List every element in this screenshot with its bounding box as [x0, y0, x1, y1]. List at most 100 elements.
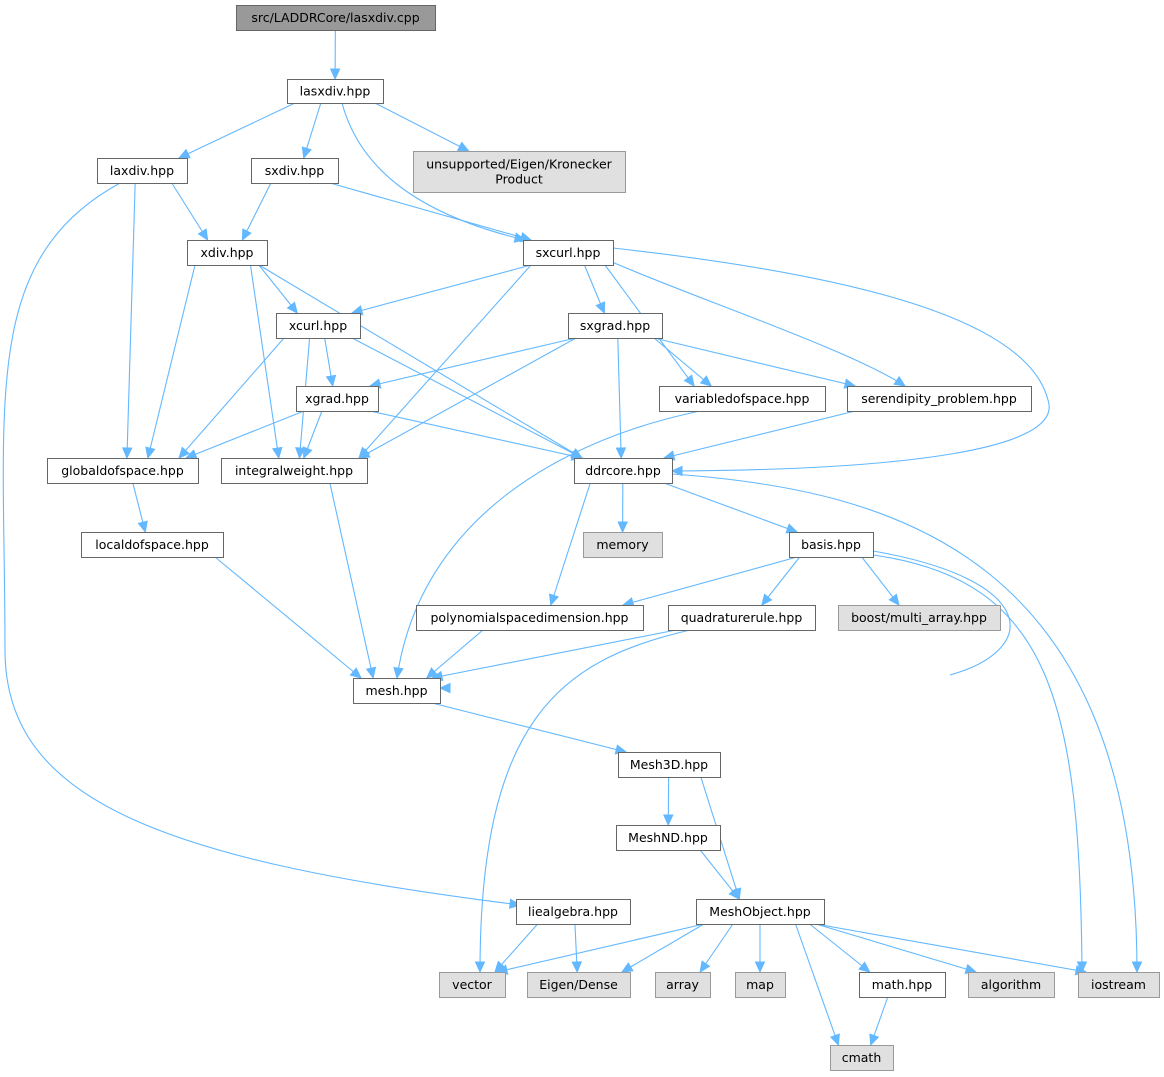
node-box [789, 532, 874, 558]
edge-meshobj-to-math [809, 923, 871, 973]
edge-xgrad-to-globdof [184, 410, 305, 460]
node-box [296, 386, 379, 412]
node-box [236, 5, 436, 31]
node-label: map [746, 977, 774, 992]
node-cpp: src/LADDRCore/lasxdiv.cpp [236, 5, 436, 31]
node-polydim[interactable]: polynomialspacedimension.hpp [416, 605, 644, 631]
node-box [527, 972, 631, 998]
node-xgrad[interactable]: xgrad.hpp [296, 386, 379, 412]
node-label: globaldofspace.hpp [61, 463, 184, 478]
edge-quad-to-vector [474, 629, 691, 974]
edge-basis-to-quad [761, 556, 801, 606]
node-label: boost/multi_array.hpp [851, 610, 987, 625]
edge-lasxdiv-to-laxdiv [177, 102, 296, 159]
node-label: liealgebra.hpp [528, 904, 618, 919]
node-box [830, 1045, 894, 1071]
node-cmath: cmath [830, 1045, 894, 1071]
node-basis[interactable]: basis.hpp [789, 532, 874, 558]
edge-xcurl-to-xgrad [324, 337, 337, 388]
node-label: variabledofspace.hpp [675, 391, 810, 406]
edge-ddrcore-to-memory [617, 482, 628, 534]
node-box [659, 386, 826, 412]
edge-sxgrad-to-intw [357, 337, 577, 459]
node-mesh3d[interactable]: Mesh3D.hpp [618, 752, 721, 778]
node-meshobj[interactable]: MeshObject.hpp [696, 899, 825, 925]
node-box [221, 458, 368, 484]
edge-xdiv-to-xcurl [258, 264, 299, 314]
node-lasxdiv[interactable]: lasxdiv.hpp [287, 79, 384, 104]
node-label: xcurl.hpp [289, 318, 347, 333]
node-laxdiv[interactable]: laxdiv.hpp [97, 158, 188, 184]
node-sxcurl[interactable]: sxcurl.hpp [523, 240, 614, 266]
node-dense: Eigen/Dense [527, 972, 631, 998]
edge-sxdiv-to-xdiv [241, 182, 272, 242]
node-locdof[interactable]: localdofspace.hpp [81, 532, 224, 558]
node-globdof[interactable]: globaldofspace.hpp [47, 458, 199, 484]
node-label: iostream [1091, 977, 1146, 992]
node-mesh[interactable]: mesh.hpp [353, 678, 441, 704]
node-sxgrad[interactable]: sxgrad.hpp [568, 313, 663, 339]
node-box [859, 972, 946, 998]
edge-polydim-to-mesh [425, 629, 484, 679]
node-box [847, 386, 1032, 412]
node-array: array [655, 972, 711, 998]
node-label: polynomialspacedimension.hpp [431, 610, 629, 625]
node-box [616, 825, 721, 851]
edge-lasxdiv-to-kron [374, 102, 470, 152]
edge-vardof-to-mesh [393, 410, 701, 680]
node-ddrcore[interactable]: ddrcore.hpp [574, 458, 673, 484]
node-sxdiv[interactable]: sxdiv.hpp [251, 158, 339, 184]
edge-mesh3d-to-meshnd [663, 776, 674, 827]
node-label: laxdiv.hpp [110, 163, 174, 178]
node-seren[interactable]: serendipity_problem.hpp [847, 386, 1032, 412]
node-xcurl[interactable]: xcurl.hpp [276, 313, 361, 339]
node-box [1078, 972, 1160, 998]
edge-basis-to-boost [861, 556, 900, 606]
node-label: quadraturerule.hpp [681, 610, 803, 625]
node-box [187, 240, 268, 266]
edge-xcurl-to-globdof [178, 337, 285, 459]
node-box [655, 972, 711, 998]
node-label: lasxdiv.hpp [300, 84, 371, 99]
node-label: cmath [842, 1050, 882, 1065]
node-box [516, 899, 631, 925]
edge-ddrcore-to-iostream [671, 473, 1143, 974]
node-quad[interactable]: quadraturerule.hpp [668, 605, 816, 631]
edge-meshobj-to-vector [495, 923, 705, 975]
node-label: sxdiv.hpp [265, 163, 325, 178]
node-box [523, 240, 614, 266]
node-box [968, 972, 1055, 998]
node-label: integralweight.hpp [235, 463, 353, 478]
edge-laxdiv-to-xdiv [171, 182, 209, 242]
node-box [618, 752, 721, 778]
node-box [276, 313, 361, 339]
node-xdiv[interactable]: xdiv.hpp [187, 240, 268, 266]
node-box [583, 532, 663, 558]
edge-seren-to-ddrcore [662, 410, 856, 461]
node-box [416, 605, 644, 631]
edge-meshobj-to-cmath [795, 923, 840, 1047]
node-box [838, 605, 1001, 631]
node-box [574, 458, 673, 484]
node-math[interactable]: math.hpp [859, 972, 946, 998]
node-label: Eigen/Dense [539, 977, 618, 992]
node-label: unsupported/Eigen/Kronecker [426, 157, 612, 172]
node-meshnd[interactable]: MeshND.hpp [616, 825, 721, 851]
node-label: xdiv.hpp [201, 245, 254, 260]
node-label: MeshObject.hpp [709, 904, 810, 919]
node-map: map [735, 972, 786, 998]
edge-math-to-cmath [869, 996, 889, 1047]
node-label: Mesh3D.hpp [630, 757, 708, 772]
node-lie[interactable]: liealgebra.hpp [516, 899, 631, 925]
node-label: basis.hpp [801, 537, 861, 552]
edge-cpp-to-lasxdiv [329, 29, 341, 81]
node-vardof[interactable]: variabledofspace.hpp [659, 386, 826, 412]
node-intw[interactable]: integralweight.hpp [221, 458, 368, 484]
node-box [439, 972, 506, 998]
node-box [287, 79, 384, 104]
edge-intw-to-mesh [329, 482, 377, 680]
node-label: sxgrad.hpp [580, 318, 650, 333]
edge-sxcurl-to-sxgrad [583, 264, 606, 315]
